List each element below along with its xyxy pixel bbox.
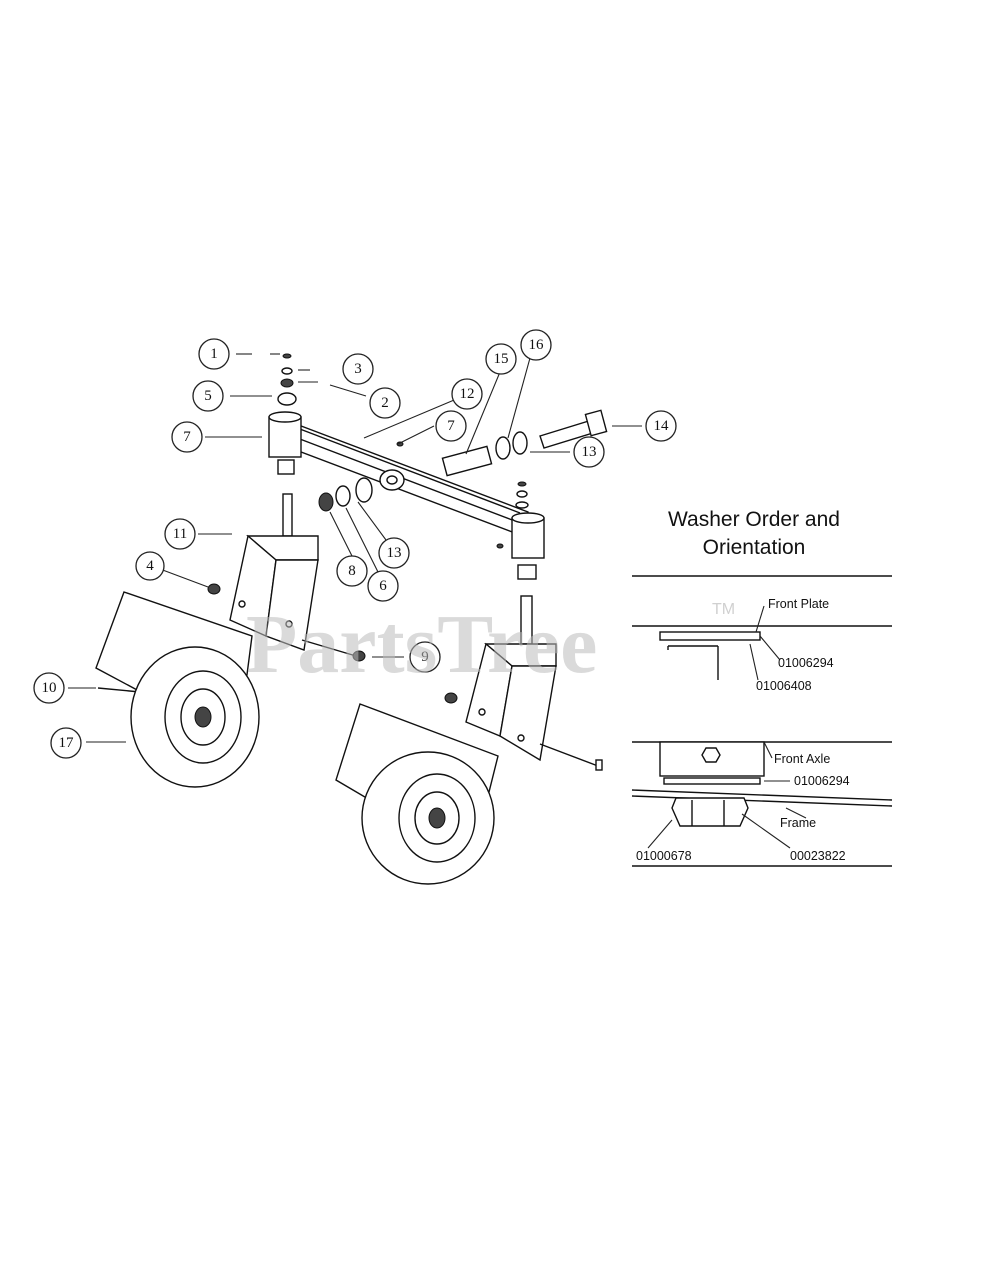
callout-2: 2 [381, 395, 389, 411]
center-hardware [318, 409, 608, 580]
callout-1: 1 [210, 346, 218, 362]
label-part-01006408: 01006408 [756, 679, 812, 693]
callout-15: 15 [494, 351, 509, 367]
label-part-01006294-top: 01006294 [778, 656, 834, 670]
callout-10: 10 [42, 680, 57, 696]
callout-16: 16 [529, 337, 545, 353]
right-caster-assembly [335, 595, 603, 885]
callout-13-right: 13 [582, 444, 597, 460]
callout-group: 1 2 3 5 7 7 12 15 16 14 13 13 8 6 11 4 9… [33, 329, 677, 759]
top-left-hardware [277, 353, 297, 475]
callout-13-left: 13 [387, 545, 402, 561]
label-part-01000678: 01000678 [636, 849, 692, 863]
callout-14: 14 [654, 418, 670, 434]
callout-7-right: 7 [447, 418, 455, 434]
callout-5: 5 [204, 388, 212, 404]
left-caster-assembly [95, 493, 366, 788]
watermark-tm: TM [712, 601, 735, 618]
label-frame: Frame [780, 816, 816, 830]
callout-9: 9 [421, 649, 429, 665]
front-axle-beam [268, 411, 545, 559]
label-front-axle: Front Axle [774, 752, 830, 766]
label-part-01006294-bottom: 01006294 [794, 774, 850, 788]
callout-6: 6 [379, 578, 387, 594]
callout-3: 3 [354, 361, 362, 377]
callout-7-left: 7 [183, 429, 191, 445]
inset-title-line1: Washer Order and [668, 508, 840, 531]
inset-title-line2: Orientation [703, 536, 806, 559]
callout-12: 12 [460, 386, 475, 402]
label-front-plate: Front Plate [768, 597, 829, 611]
watermark-text: PartsTree [246, 598, 597, 691]
washer-order-inset: Washer Order and Orientation Front Plate… [631, 508, 893, 867]
callout-8: 8 [348, 563, 356, 579]
callout-4: 4 [146, 558, 154, 574]
partstree-watermark: PartsTree TM [246, 598, 735, 691]
callout-11: 11 [173, 526, 187, 542]
callout-17: 17 [59, 735, 75, 751]
label-part-00023822: 00023822 [790, 849, 846, 863]
